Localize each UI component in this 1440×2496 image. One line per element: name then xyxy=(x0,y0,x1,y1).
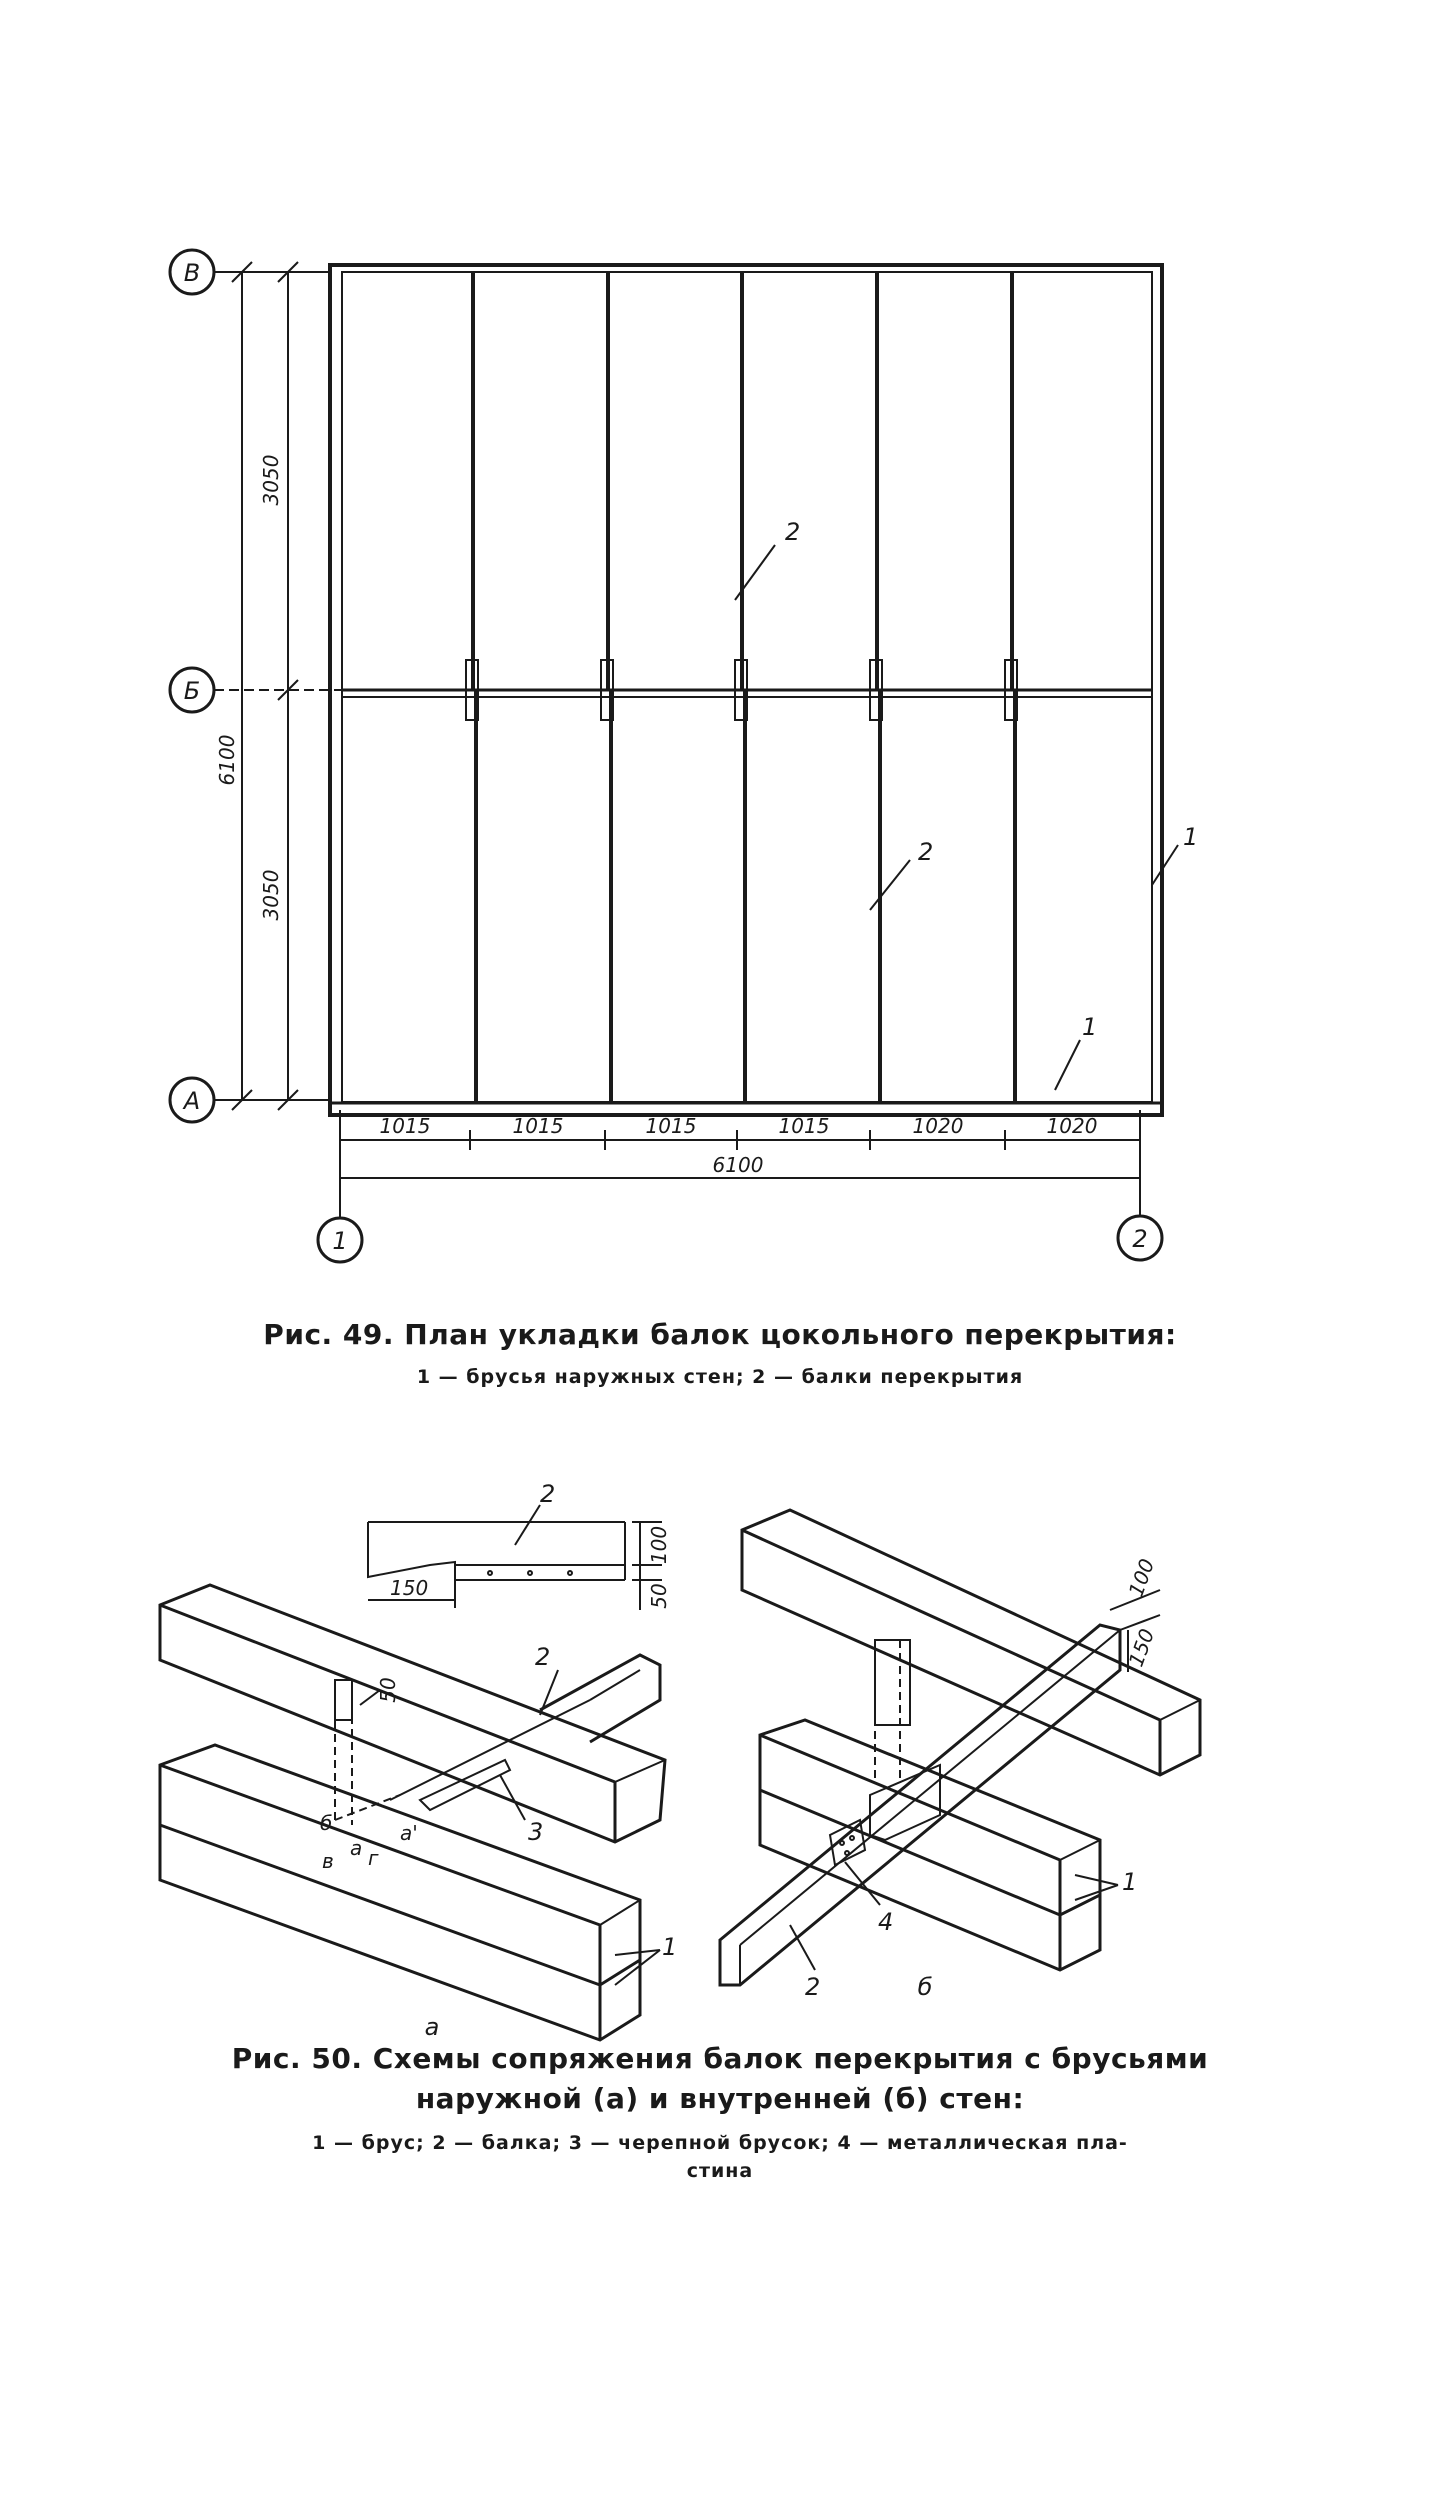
post-b xyxy=(874,1639,911,1780)
dim-segment-5: 1020 xyxy=(913,1114,964,1138)
dim-upper-3050: 3050 xyxy=(259,455,283,506)
figure-50-caption-line2: наружной (а) и внутренней (б) стен: xyxy=(415,2082,1025,2115)
dim-segment-6: 1020 xyxy=(1047,1114,1098,1138)
metal-plate-b: 4 xyxy=(828,1818,893,1936)
detail-beam-label: 2 xyxy=(540,1480,555,1508)
figure-50-legend-line1: 1 — брус; 2 — балка; 3 — черепной брусок… xyxy=(312,2132,1128,2154)
outer-wall-frame xyxy=(328,263,1164,1117)
notch-dashes: 50 xyxy=(334,1677,401,1825)
axis-row-middle: Б xyxy=(168,666,342,714)
bar-label-a: 3 xyxy=(528,1818,543,1846)
wall-label-a: 1 xyxy=(662,1933,677,1961)
floor-beam-b: 2 xyxy=(718,1623,1122,2001)
dim-segment-2: 1015 xyxy=(513,1114,564,1138)
support-block-b xyxy=(869,1763,941,1842)
callout-beam-lower: 2 xyxy=(918,838,933,866)
letter-a-prime: а' xyxy=(400,1821,418,1845)
upper-wall-timber-b xyxy=(740,1508,1202,1777)
dim-total-6100-vertical: 6100 xyxy=(215,735,239,786)
callouts: 2 2 1 1 xyxy=(734,518,1198,1091)
wall-label-b: 1 xyxy=(1122,1868,1137,1896)
plate-label-b: 4 xyxy=(878,1908,893,1936)
letter-v: в xyxy=(322,1849,334,1873)
axis-col-left-label: 1 xyxy=(332,1227,347,1255)
axis-row-bottom-label: А xyxy=(182,1087,200,1115)
beam-splice xyxy=(465,659,479,721)
callout-wall-right: 1 xyxy=(1183,823,1198,851)
axis-row-bottom: А xyxy=(168,1076,330,1124)
letter-b: б xyxy=(320,1811,332,1835)
beam-splices xyxy=(465,659,1018,721)
vertical-dimensions: 3050 3050 6100 xyxy=(215,261,299,1111)
skull-bar-a: 3 xyxy=(418,1758,543,1846)
beam-label-a: 2 xyxy=(535,1643,550,1671)
dim-segment-3: 1015 xyxy=(646,1114,697,1138)
detail-dim-150: 150 xyxy=(390,1576,428,1600)
axis-row-middle-label: Б xyxy=(184,677,200,705)
sublabel-a: а xyxy=(425,2013,440,2041)
notch-letters: б а в г а' xyxy=(320,1811,418,1873)
figure-49-plan: В Б А 3050 3050 6100 xyxy=(168,248,1198,1264)
beam-splice xyxy=(600,659,614,721)
notch-dim-50: 50 xyxy=(376,1677,400,1702)
sublabel-b: б xyxy=(918,1973,933,2001)
letter-g: г xyxy=(368,1846,379,1870)
detail-dim-50: 50 xyxy=(647,1583,671,1608)
beam-splice xyxy=(734,659,748,721)
lower-wall-timbers-b: 1 xyxy=(758,1718,1137,1972)
floor-beams-lower xyxy=(474,690,1017,1102)
floor-beams-upper xyxy=(471,272,1014,690)
axis-row-top-label: В xyxy=(184,259,200,287)
beam-splice xyxy=(1004,659,1018,721)
callout-wall-bottom: 1 xyxy=(1082,1013,1097,1041)
callout-beam-upper: 2 xyxy=(785,518,800,546)
figure-50-legend-line2: стина xyxy=(686,2160,754,2182)
dim-segment-4: 1015 xyxy=(779,1114,830,1138)
dim-lower-3050: 3050 xyxy=(259,870,283,921)
axis-col-right: 2 xyxy=(1116,1200,1164,1262)
dims-b: 100 150 xyxy=(1109,1556,1161,1672)
beam-splice xyxy=(869,659,883,721)
horizontal-dimensions: 1015 1015 1015 1015 1020 1020 6100 xyxy=(339,1110,1141,1200)
dim-total-6100-horizontal: 6100 xyxy=(713,1153,764,1177)
detail-dim-100: 100 xyxy=(647,1526,671,1564)
axis-col-left: 1 xyxy=(316,1200,364,1264)
letter-a: а xyxy=(350,1836,362,1860)
dim-segment-1: 1015 xyxy=(380,1114,431,1138)
upper-wall-timber-a xyxy=(158,1583,667,1844)
lower-wall-timbers-a: 1 xyxy=(158,1743,677,2042)
figure-49-legend: 1 — брусья наружных стен; 2 — балки пере… xyxy=(416,1366,1024,1388)
figure-50-caption-line1: Рис. 50. Схемы сопряжения балок перекрыт… xyxy=(231,2042,1209,2075)
beam-end-detail: 150 100 50 2 xyxy=(367,1480,671,1610)
figure-49-caption: Рис. 49. План укладки балок цокольного п… xyxy=(263,1318,1177,1351)
axis-row-top: В xyxy=(168,248,330,296)
beam-label-b: 2 xyxy=(805,1973,820,2001)
axis-col-right-label: 2 xyxy=(1132,1225,1147,1253)
floor-beam-a: 2 xyxy=(389,1643,662,1801)
